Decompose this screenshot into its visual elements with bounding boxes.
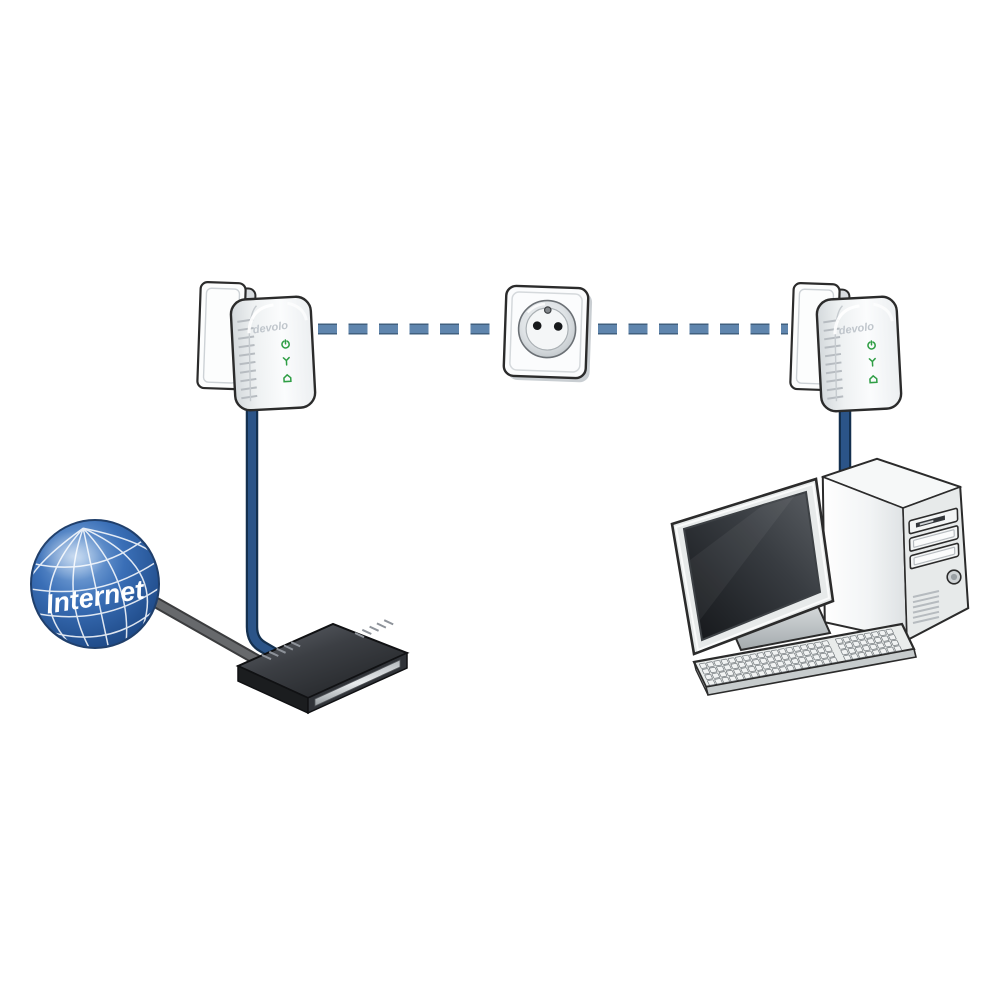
devolo-logo: devolo <box>252 320 289 337</box>
computer-tower <box>820 457 970 642</box>
router-vents <box>261 619 394 661</box>
adapter-right-status-leds <box>867 340 878 384</box>
drive-bays <box>908 507 960 570</box>
router <box>235 619 410 715</box>
socket-hole-right <box>553 322 563 331</box>
monitor-screen <box>682 490 822 642</box>
internet-globe: Internet <box>22 519 169 649</box>
tower-vents <box>912 590 940 624</box>
router-front-panel <box>314 659 401 707</box>
adapter-left-body <box>229 295 317 412</box>
socket-ground-pin <box>543 306 552 314</box>
wall-socket <box>502 284 593 383</box>
power-icon <box>867 340 876 350</box>
devolo-logo: devolo <box>838 321 875 338</box>
keyboard-keys <box>699 628 902 686</box>
monitor <box>670 477 835 656</box>
desktop-computer <box>670 457 970 696</box>
power-icon <box>281 339 290 349</box>
internet-cable <box>142 592 272 671</box>
dlan-link-icon <box>282 356 290 366</box>
dlan-link-icon <box>868 357 876 367</box>
powerline-adapter-left: devolo <box>196 281 317 412</box>
home-network-icon <box>283 373 292 383</box>
adapter-left-status-leds <box>281 339 292 383</box>
ethernet-cable-left <box>245 395 287 664</box>
powerline-adapter-right: devolo <box>789 282 903 413</box>
home-network-icon <box>869 374 878 384</box>
keyboard <box>692 622 917 696</box>
adapter-right-body <box>815 295 903 413</box>
socket-hole-left <box>532 321 542 330</box>
